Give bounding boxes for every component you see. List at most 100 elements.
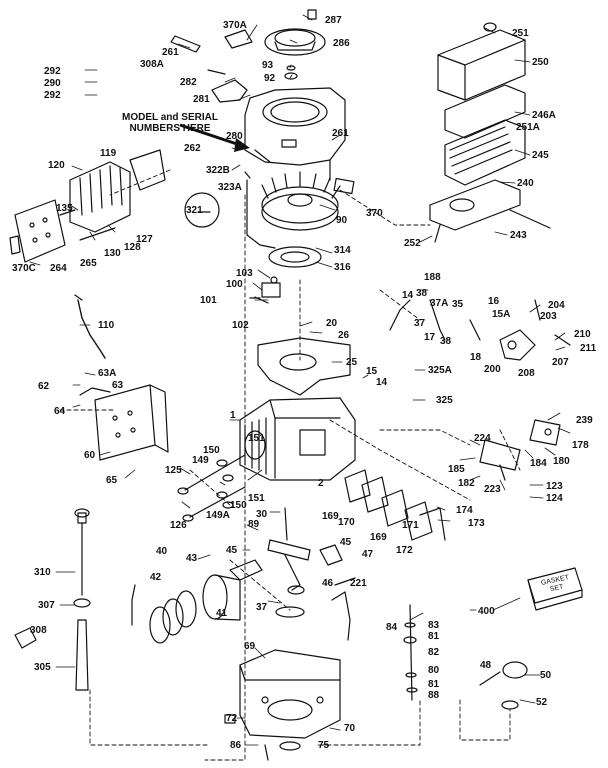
callout-171: 171 xyxy=(402,520,419,531)
callout-25: 25 xyxy=(346,357,358,368)
callout-149A: 149A xyxy=(206,510,230,521)
connecting-rod xyxy=(229,559,263,581)
callout-370C: 370C xyxy=(12,263,36,274)
piston xyxy=(131,574,241,644)
callout-82: 82 xyxy=(428,647,440,658)
callout-223: 223 xyxy=(484,484,501,495)
callout-290: 290 xyxy=(44,78,61,89)
callout-38: 38 xyxy=(416,288,428,299)
callout-1: 1 xyxy=(230,410,236,421)
callout-135: 135 xyxy=(56,203,73,214)
callout-120: 120 xyxy=(48,160,65,171)
callout-42: 42 xyxy=(150,572,162,583)
callout-30: 30 xyxy=(256,509,268,520)
callout-126: 126 xyxy=(170,520,187,531)
callout-69: 69 xyxy=(244,641,256,652)
callout-63: 63 xyxy=(112,380,124,391)
callout-184: 184 xyxy=(530,458,547,469)
callout-151: 151 xyxy=(248,493,265,504)
callout-20: 20 xyxy=(326,318,338,329)
callout-14: 14 xyxy=(376,377,388,388)
callout-224: 224 xyxy=(474,433,491,444)
callout-204: 204 xyxy=(548,300,565,311)
callout-81: 81 xyxy=(428,631,440,642)
callout-314: 314 xyxy=(334,245,351,256)
callout-185: 185 xyxy=(448,464,465,475)
callout-321: 321 xyxy=(186,205,203,216)
callout-281: 281 xyxy=(193,94,210,105)
callout-261: 261 xyxy=(332,128,349,139)
callout-282: 282 xyxy=(180,77,197,88)
callout-93: 93 xyxy=(262,60,274,71)
cylinder-shield xyxy=(257,337,351,396)
callout-102: 102 xyxy=(232,320,249,331)
callout-240: 240 xyxy=(517,178,534,189)
callout-292: 292 xyxy=(44,66,61,77)
callout-305: 305 xyxy=(34,662,51,673)
callout-127: 127 xyxy=(136,234,153,245)
callout-37: 37 xyxy=(256,602,268,613)
callout-15: 15 xyxy=(366,366,378,377)
callout-210: 210 xyxy=(574,329,591,340)
governor-gear-parts xyxy=(319,544,343,566)
callout-252: 252 xyxy=(404,238,421,249)
callout-35: 35 xyxy=(452,299,464,310)
air-cleaner-base xyxy=(429,179,551,243)
callout-174: 174 xyxy=(456,505,473,516)
callout-47: 47 xyxy=(362,549,374,560)
callout-62: 62 xyxy=(38,381,50,392)
callout-89: 89 xyxy=(248,519,260,530)
control-bracket xyxy=(79,384,169,461)
callout-325A: 325A xyxy=(428,365,452,376)
callout-322B: 322B xyxy=(206,165,230,176)
oil-pump xyxy=(479,661,528,710)
callout-46: 46 xyxy=(322,578,334,589)
callout-80: 80 xyxy=(428,665,440,676)
callout-37: 37 xyxy=(414,318,426,329)
callout-123: 123 xyxy=(546,481,563,492)
callout-50: 50 xyxy=(540,670,552,681)
flywheel xyxy=(261,171,355,231)
air-cleaner-element xyxy=(444,84,526,186)
callout-239: 239 xyxy=(576,415,593,426)
crankcase-sump xyxy=(224,649,341,761)
callout-17: 17 xyxy=(424,332,436,343)
callout-150: 150 xyxy=(230,500,247,511)
callout-149: 149 xyxy=(192,455,209,466)
callout-280: 280 xyxy=(226,131,243,142)
valves xyxy=(177,454,246,522)
callout-261: 261 xyxy=(162,47,179,58)
dipstick xyxy=(73,508,91,691)
callout-169: 169 xyxy=(370,532,387,543)
callout-151: 151 xyxy=(248,433,265,444)
callout-92: 92 xyxy=(264,73,276,84)
callout-37A: 37A xyxy=(430,298,449,309)
callout-110: 110 xyxy=(98,320,115,331)
callout-323A: 323A xyxy=(218,182,242,193)
callout-52: 52 xyxy=(536,697,548,708)
callout-286: 286 xyxy=(333,38,350,49)
callout-45: 45 xyxy=(340,537,352,548)
ignition-coil-wire xyxy=(244,171,276,249)
callout-308: 308 xyxy=(30,625,47,636)
callout-18: 18 xyxy=(470,352,482,363)
callout-2: 2 xyxy=(318,478,324,489)
callout-221: 221 xyxy=(350,578,367,589)
muffler-guard xyxy=(9,199,66,263)
callout-48: 48 xyxy=(480,660,492,671)
callout-307: 307 xyxy=(38,600,55,611)
callout-130: 130 xyxy=(104,248,121,259)
leader-lines xyxy=(29,14,571,746)
crankshaft xyxy=(267,507,311,595)
callout-26: 26 xyxy=(338,330,350,341)
callout-41: 41 xyxy=(216,608,228,619)
callout-63A: 63A xyxy=(98,368,117,379)
callout-251: 251 xyxy=(512,28,529,39)
callout-101: 101 xyxy=(200,295,217,306)
callout-64: 64 xyxy=(54,406,66,417)
callout-15A: 15A xyxy=(492,309,511,320)
cylinder-block xyxy=(239,397,356,481)
callout-60: 60 xyxy=(84,450,96,461)
callout-308A: 308A xyxy=(140,59,164,70)
